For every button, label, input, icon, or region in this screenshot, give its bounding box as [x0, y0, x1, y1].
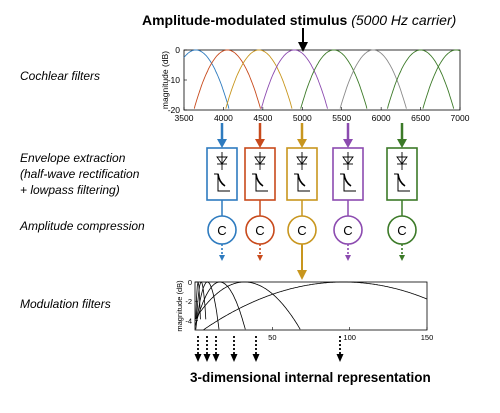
modulation-filter-curve — [203, 281, 428, 331]
lowpass-curve — [217, 173, 226, 187]
cochlear-filter-curve — [193, 49, 261, 109]
rectifier-diode-icon — [216, 156, 228, 165]
label-cochlear-filters: Cochlear filters — [20, 69, 101, 83]
modulation-xtick-label: 50 — [268, 333, 276, 342]
rectifier-diode-icon — [396, 156, 408, 165]
compression-symbol: C — [343, 223, 352, 238]
modulation-output-arrows — [194, 336, 344, 362]
compression-symbol: C — [217, 223, 226, 238]
channel-4: C — [332, 123, 364, 261]
channel-3: C — [286, 123, 318, 280]
modulation-filter-curve — [195, 281, 220, 330]
arrowhead — [203, 354, 211, 362]
cochlear-xtick-label: 7000 — [451, 113, 470, 123]
arrowhead — [217, 139, 227, 148]
compression-symbol: C — [397, 223, 406, 238]
modulation-ylabel: magnitude (dB) — [175, 280, 184, 332]
arrowhead — [345, 255, 351, 261]
compression-symbol: C — [297, 223, 306, 238]
cochlear-xtick-label: 5000 — [293, 113, 312, 123]
cochlear-filter-curve — [183, 49, 230, 109]
cochlear-ytick-label: -10 — [168, 75, 181, 85]
lowpass-curve — [297, 173, 306, 187]
modulation-xtick-label: 100 — [343, 333, 356, 342]
lowpass-filter-icon — [214, 173, 230, 192]
cochlear-xtick-label: 6500 — [411, 113, 430, 123]
channel-1: C — [206, 123, 238, 261]
rectifier-diode-icon — [296, 156, 308, 165]
lowpass-filter-icon — [252, 173, 268, 192]
arrowhead — [194, 354, 202, 362]
cochlear-filter-curve — [387, 49, 455, 109]
cochlear-filter-plot: magnitude (dB) 0 -10 -20 3500 4000 4500 5000 5… — [160, 45, 470, 123]
cochlear-ytick-label: -20 — [168, 105, 181, 115]
lowpass-curve — [255, 173, 264, 187]
arrowhead — [252, 354, 260, 362]
cochlear-filter-curve — [225, 49, 293, 109]
cochlear-ylabel: magnitude (dB) — [160, 51, 170, 109]
arrowhead — [397, 139, 407, 148]
arrowhead — [297, 270, 307, 280]
cochlear-xtick-label: 6000 — [372, 113, 391, 123]
lowpass-filter-icon — [340, 173, 356, 192]
modulation-filter-curve — [194, 281, 301, 330]
rectifier-diode-icon — [254, 156, 266, 165]
cochlear-xtick-label: 4500 — [253, 113, 272, 123]
cochlear-filter-curve — [260, 49, 328, 109]
rectifier-diode-icon — [342, 156, 354, 165]
label-envelope-extraction: Envelope extraction — [20, 151, 126, 165]
channel-2: C — [244, 123, 276, 261]
cochlear-filter-curve — [300, 49, 368, 109]
lowpass-curve — [397, 173, 406, 187]
arrowhead — [212, 354, 220, 362]
modulation-ytick-label: -4 — [185, 316, 192, 325]
arrowhead — [219, 255, 225, 261]
label-envelope-detail-2: + lowpass filtering) — [20, 183, 120, 197]
channel-5: C — [386, 123, 418, 261]
modulation-filter-plot: magnitude (dB) 0 -2 -4 50 100 150 — [175, 278, 433, 342]
stimulus-arrowhead — [298, 42, 308, 52]
cochlear-xtick-label: 5500 — [332, 113, 351, 123]
modulation-plot-frame — [194, 281, 428, 331]
internal-representation-title: 3-dimensional internal representation — [190, 370, 431, 385]
arrowhead — [255, 139, 265, 148]
lowpass-filter-icon — [294, 173, 310, 192]
cochlear-filter-curve — [422, 49, 461, 109]
cochlear-plot-frame — [183, 49, 461, 111]
arrowhead — [257, 255, 263, 261]
cochlear-ytick-label: 0 — [175, 45, 180, 55]
diagram-title: Amplitude-modulated stimulus (5000 Hz ca… — [142, 12, 456, 28]
arrowhead — [297, 139, 307, 148]
cochlear-xtick-label: 4000 — [214, 113, 233, 123]
modulation-ytick-label: 0 — [188, 278, 192, 287]
arrowhead — [343, 139, 353, 148]
compression-symbol: C — [255, 223, 264, 238]
cochlear-xtick-label: 3500 — [175, 113, 194, 123]
modulation-ytick-label: -2 — [185, 297, 192, 306]
modulation-filter-curve — [195, 281, 201, 320]
arrowhead — [230, 354, 238, 362]
label-modulation-filters: Modulation filters — [20, 297, 111, 311]
modulation-xtick-label: 150 — [421, 333, 434, 342]
arrowhead — [399, 255, 405, 261]
lowpass-filter-icon — [394, 173, 410, 192]
label-amplitude-compression: Amplitude compression — [20, 219, 145, 233]
arrowhead — [336, 354, 344, 362]
lowpass-curve — [343, 173, 352, 187]
label-envelope-detail-1: (half-wave rectification — [20, 167, 140, 181]
modulation-filter-curve — [194, 281, 246, 330]
title-carrier: (5000 Hz carrier) — [351, 12, 457, 28]
title-main: Amplitude-modulated stimulus — [142, 12, 348, 28]
cochlear-filter-curve — [339, 49, 407, 109]
